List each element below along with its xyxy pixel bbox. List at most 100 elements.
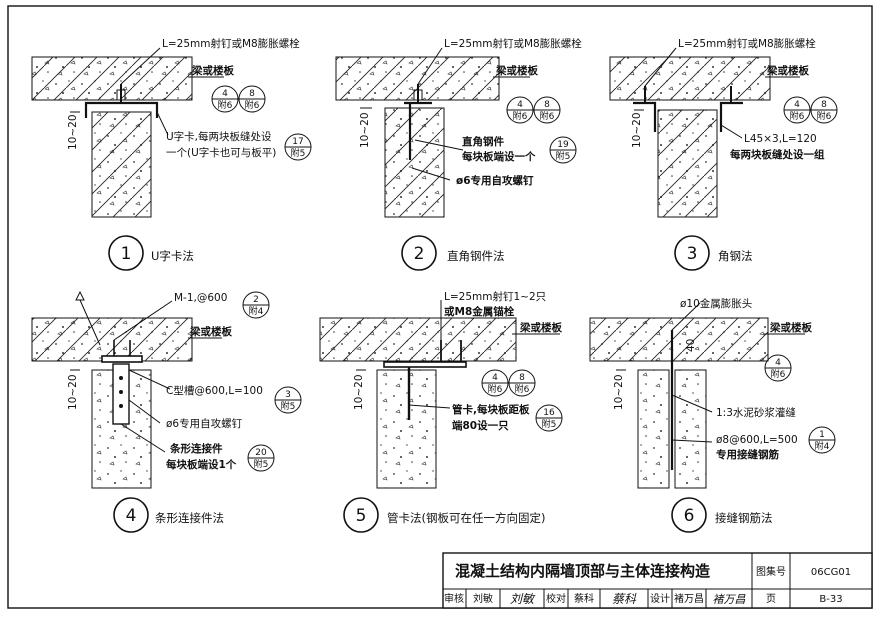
ref-page: 附6 xyxy=(540,110,555,122)
detail-number-badge xyxy=(113,497,149,533)
detail-number: 1 xyxy=(121,244,132,264)
pipe-clamp-plate xyxy=(383,361,467,368)
gap-dimension: 10~20 xyxy=(67,374,79,410)
note-line-1: L45×3,L=120 xyxy=(744,133,817,145)
gap-dimension: 10~20 xyxy=(631,112,643,148)
page-label: 页 xyxy=(766,593,776,605)
gap-dimension: 10~20 xyxy=(613,374,625,410)
channel-label: C型槽@600,L=100 xyxy=(166,384,263,397)
ref-index: 17 xyxy=(292,137,303,147)
note-line-1: 管卡,每块板距板 xyxy=(452,403,530,416)
ref-page: 附6 xyxy=(513,110,528,122)
ref-page: 附6 xyxy=(790,110,805,122)
embed-dimension: 40 xyxy=(685,339,697,352)
detail-4: M-1,@600 2 附4 梁或楼板 C型槽@600,L=100 3 附5 ø6… xyxy=(31,290,302,533)
ref-index: 4 xyxy=(517,100,523,110)
fastener-label: L=25mm射钉1~2只 xyxy=(444,290,546,303)
detail-number-badge xyxy=(401,235,437,271)
detail-number: 5 xyxy=(356,506,367,526)
page-number: B-33 xyxy=(819,594,842,605)
gap-dimension: 10~20 xyxy=(359,112,371,148)
note-line-1: U字卡,每两块板缝处设 xyxy=(166,130,272,143)
ref-index: 4 xyxy=(222,89,228,99)
ref-index: 8 xyxy=(821,100,827,110)
gap-dimension: 10~20 xyxy=(67,114,79,150)
gap-dimension: 10~20 xyxy=(353,374,365,410)
slab-label: 梁或楼板 xyxy=(189,325,232,338)
slab-label: 梁或楼板 xyxy=(495,64,538,77)
ref-index: 16 xyxy=(543,408,555,418)
ref-page: 附6 xyxy=(515,383,530,395)
fastener-label: L=25mm射钉或M8膨胀螺栓 xyxy=(678,37,816,50)
ref-page: 附6 xyxy=(218,99,233,111)
ref-page: 附4 xyxy=(815,440,830,452)
ref-index: 8 xyxy=(249,89,255,99)
ref-index: 4 xyxy=(775,358,781,368)
embedded-plate xyxy=(101,355,143,363)
reviewer-name: 刘敏 xyxy=(473,592,493,605)
detail-3: L=25mm射钉或M8膨胀螺栓 梁或楼板 4 附6 8 附6 L45×3,L=1… xyxy=(609,37,838,271)
detail-caption: U字卡法 xyxy=(151,249,194,263)
design-label: 设计 xyxy=(650,592,670,605)
ref-index: 20 xyxy=(255,448,267,458)
detail-caption: 接缝钢筋法 xyxy=(715,511,773,525)
slab-label: 梁或楼板 xyxy=(769,321,812,334)
review-label: 审核 xyxy=(444,592,464,605)
detail-number: 3 xyxy=(687,244,698,264)
ref-index: 1 xyxy=(819,430,825,440)
screw-label: ø6专用自攻螺钉 xyxy=(166,417,243,430)
weld-symbol xyxy=(75,290,85,301)
slab-label: 梁或楼板 xyxy=(519,321,562,334)
ref-page: 附5 xyxy=(556,150,571,162)
detail-caption: 角钢法 xyxy=(718,249,753,263)
ref-index: 8 xyxy=(519,373,525,383)
screw-label: ø6专用自攻螺钉 xyxy=(456,174,534,187)
drawing-frame xyxy=(7,5,873,609)
checker-name: 蔡科 xyxy=(574,592,594,605)
ref-page: 附6 xyxy=(771,368,786,380)
drawing-title: 混凝土结构内隔墙顶部与主体连接构造 xyxy=(455,562,710,580)
note-line-1: 直角钢件 xyxy=(462,135,504,148)
ref-index: 4 xyxy=(492,373,498,383)
mortar-label: 1:3水泥砂浆灌缝 xyxy=(716,406,796,419)
detail-number-badge xyxy=(671,497,707,533)
ref-page: 附6 xyxy=(245,99,260,111)
title-block: 混凝土结构内隔墙顶部与主体连接构造 图集号 06CG01 审核 刘敏 刘敏 校对… xyxy=(442,552,873,609)
ref-page: 附5 xyxy=(542,418,557,430)
detail-caption: 管卡法(钢板可在任一方向固定) xyxy=(387,511,545,525)
detail-6: ø10金属膨胀头 40 梁或楼板 4 附6 1:3水泥砂浆灌缝 ø8@600,L… xyxy=(589,297,836,533)
note-line-2: 端80设一只 xyxy=(452,419,509,432)
wall-panel-left xyxy=(637,369,670,489)
slab-label: 梁或楼板 xyxy=(191,64,234,77)
detail-number: 6 xyxy=(684,506,695,526)
fastener-label: ø10金属膨胀头 xyxy=(680,297,752,310)
detail-5: L=25mm射钉1~2只 或M8金属锚栓 梁或楼板 4 附6 8 附6 管卡,每… xyxy=(319,290,563,533)
detail-caption: 条形连接件法 xyxy=(155,511,224,525)
fastener-label: L=25mm射钉或M8膨胀螺栓 xyxy=(444,37,582,50)
ref-page: 附5 xyxy=(291,147,306,159)
checker-signature: 蔡科 xyxy=(612,592,637,606)
wall-panel xyxy=(376,369,437,489)
rebar-note: 专用接缝钢筋 xyxy=(716,448,779,461)
ref-page: 附6 xyxy=(817,110,832,122)
ref-index: 3 xyxy=(285,390,291,400)
designer-signature: 褚万昌 xyxy=(713,593,747,606)
detail-2: L=25mm射钉或M8膨胀螺栓 梁或楼板 4 附6 8 附6 直角钢件 每块板端… xyxy=(335,37,582,271)
detail-number-badge xyxy=(108,235,144,271)
atlas-number-label: 图集号 xyxy=(756,565,786,578)
ref-index: 8 xyxy=(544,100,550,110)
ref-index: 19 xyxy=(557,140,569,150)
wall-panel xyxy=(91,369,152,489)
wall-panel-right xyxy=(674,369,707,489)
note-line-1: 条形连接件 xyxy=(169,442,223,455)
rebar-label: ø8@600,L=500 xyxy=(716,434,798,446)
fastener-label: M-1,@600 xyxy=(174,292,227,304)
fastener-label: L=25mm射钉或M8膨胀螺栓 xyxy=(162,37,300,50)
ref-index: 4 xyxy=(794,100,800,110)
ref-page: 附5 xyxy=(254,458,269,470)
ref-index: 2 xyxy=(253,295,259,305)
note-line-2: 每两块板缝处设一组 xyxy=(730,148,825,161)
ref-page: 附4 xyxy=(249,305,264,317)
detail-number-badge xyxy=(343,497,379,533)
detail-number: 2 xyxy=(414,244,425,264)
